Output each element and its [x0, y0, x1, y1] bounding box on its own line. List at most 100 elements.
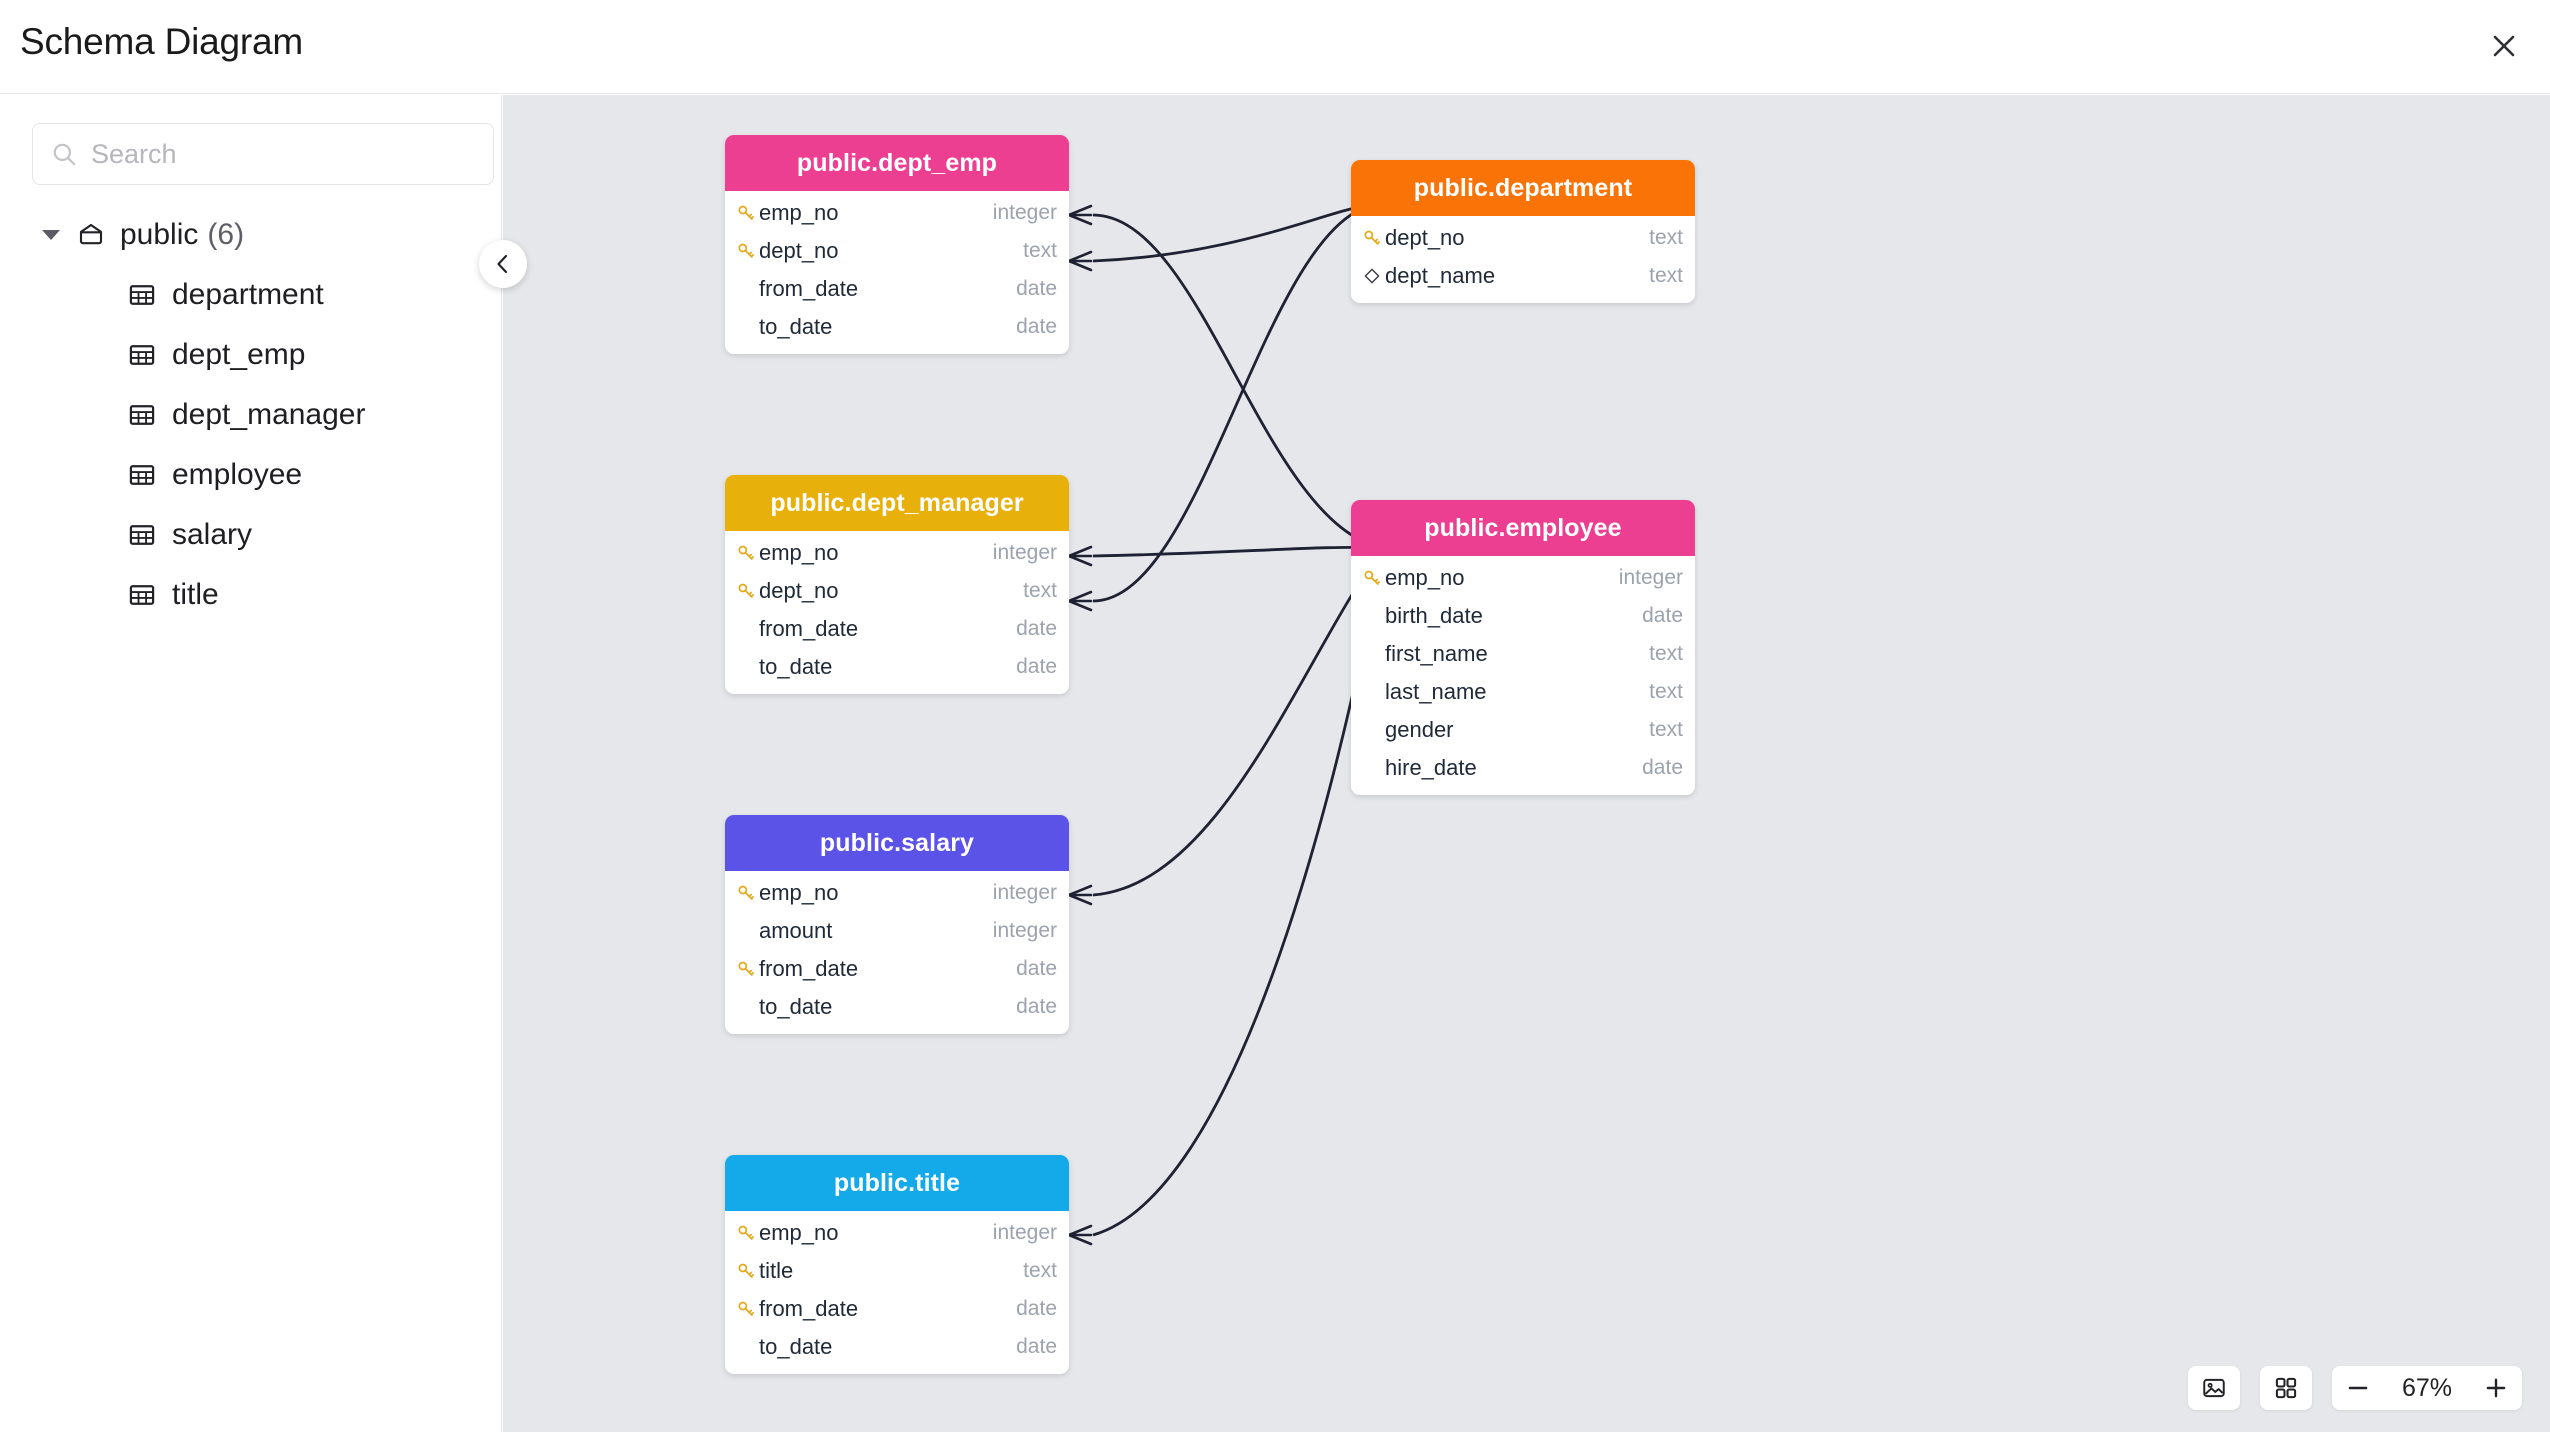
field-key-slot: [733, 1299, 759, 1319]
edge-dept_emp-employee: [1092, 213, 1384, 550]
table-field-emp_no[interactable]: emp_no integer: [725, 534, 1069, 572]
field-name: from_date: [759, 1296, 859, 1321]
field-name: hire_date: [1385, 755, 1477, 780]
table-node-header[interactable]: public.salary: [725, 815, 1069, 871]
collapse-sidebar-button[interactable]: [479, 240, 527, 288]
database-icon: [79, 223, 103, 245]
tree-schema-public[interactable]: public (6): [0, 205, 502, 265]
field-name: from_date: [759, 616, 859, 641]
edge-dept_manager-department: [1092, 203, 1374, 603]
field-type: date: [1016, 995, 1057, 1018]
chevron-down-icon[interactable]: [42, 230, 60, 240]
zoom-out-button[interactable]: [2332, 1366, 2384, 1410]
field-type: text: [1023, 1259, 1057, 1282]
field-name: from_date: [759, 276, 859, 301]
export-image-button[interactable]: [2188, 1366, 2240, 1410]
zoom-level-display[interactable]: 67%: [2401, 1374, 2453, 1402]
edge-crowsfoot-markers: [1067, 204, 1093, 1246]
field-type: date: [1016, 1335, 1057, 1358]
table-node-header[interactable]: public.dept_emp: [725, 135, 1069, 191]
field-name: emp_no: [759, 200, 839, 225]
table-field-to_date[interactable]: to_date date: [725, 1328, 1069, 1366]
field-name: to_date: [759, 654, 833, 679]
primary-key-icon: [738, 1225, 754, 1240]
sidebar-item-dept_emp[interactable]: dept_emp: [0, 325, 502, 385]
auto-layout-button[interactable]: [2260, 1366, 2312, 1410]
grid-icon: [2275, 1377, 2297, 1399]
sidebar-item-department[interactable]: department: [0, 265, 502, 325]
field-key-slot: [733, 959, 759, 979]
schema-table-count: (6): [207, 218, 245, 251]
field-key-slot: [733, 203, 759, 223]
field-type: integer: [992, 541, 1057, 564]
search-input[interactable]: [91, 138, 475, 170]
sidebar-item-title[interactable]: title: [0, 565, 502, 625]
primary-key-icon: [738, 1301, 754, 1316]
field-type: text: [1649, 642, 1683, 665]
field-name: to_date: [759, 314, 833, 339]
table-icon: [129, 405, 155, 425]
primary-key-icon: [1364, 570, 1380, 585]
search-icon: [53, 143, 76, 166]
close-button[interactable]: [2480, 22, 2528, 70]
field-type: text: [1649, 718, 1683, 741]
sidebar-item-label: title: [172, 578, 219, 611]
schema-name: public: [120, 218, 199, 251]
sidebar-item-dept_manager[interactable]: dept_manager: [0, 385, 502, 445]
edge-salary-employee: [1092, 547, 1385, 897]
close-icon: [2493, 35, 2515, 57]
primary-key-icon: [738, 885, 754, 900]
field-type: integer: [992, 1221, 1057, 1244]
field-name: emp_no: [759, 540, 839, 565]
table-node-header[interactable]: public.department: [1351, 160, 1695, 216]
canvas-toolbar: 67%: [2188, 1366, 2522, 1410]
sidebar-item-salary[interactable]: salary: [0, 505, 502, 565]
table-node-header[interactable]: public.title: [725, 1155, 1069, 1211]
sidebar-item-employee[interactable]: employee: [0, 445, 502, 505]
zoom-in-button[interactable]: [2470, 1366, 2522, 1410]
table-node-header[interactable]: public.employee: [1351, 500, 1695, 556]
plus-icon: [2486, 1378, 2506, 1398]
primary-key-icon: [738, 961, 754, 976]
field-name: to_date: [759, 1334, 833, 1359]
field-key-slot: [1359, 568, 1385, 588]
primary-key-icon: [738, 243, 754, 258]
table-node-header[interactable]: public.dept_manager: [725, 475, 1069, 531]
search-box[interactable]: [32, 123, 494, 185]
